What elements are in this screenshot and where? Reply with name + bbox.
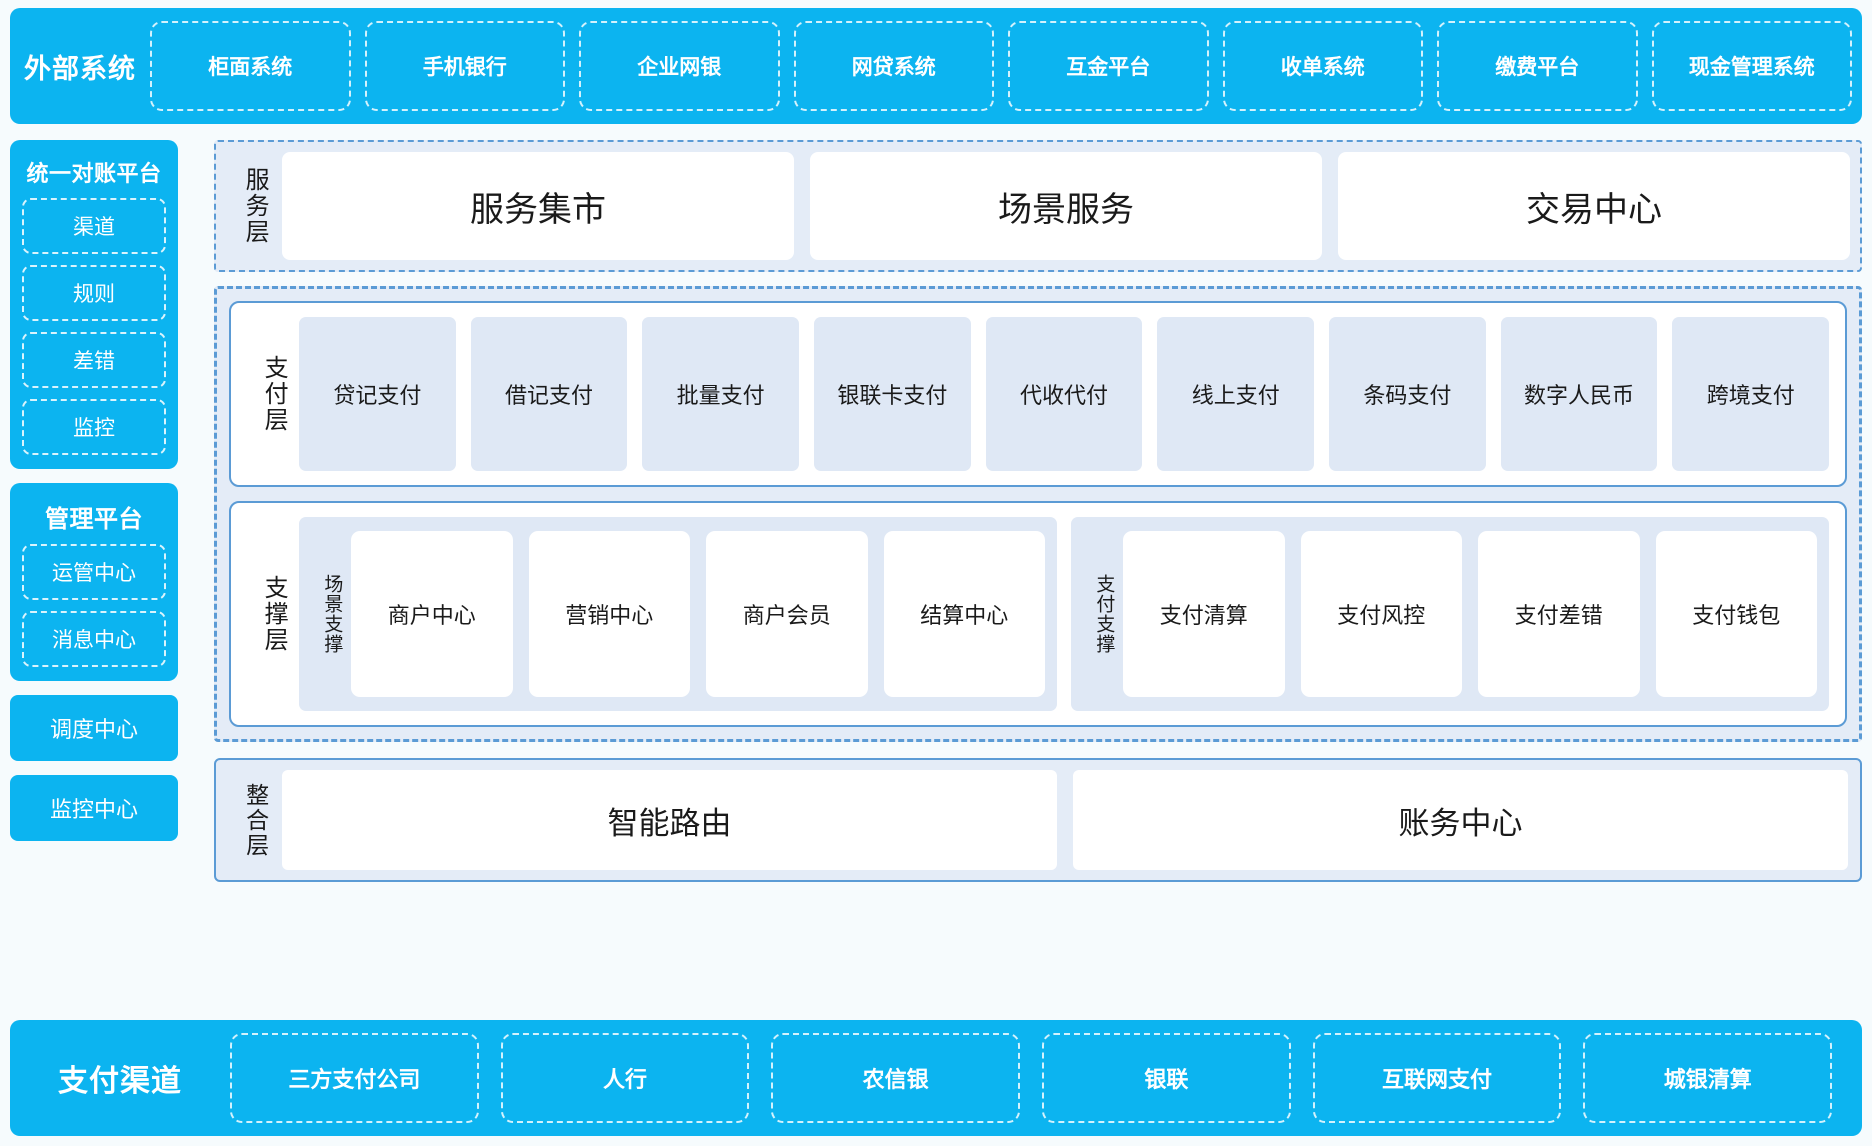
external-system-chip[interactable]: 缴费平台 [1437,21,1638,111]
external-systems-items: 柜面系统 手机银行 企业网银 网贷系统 互金平台 收单系统 缴费平台 现金管理系… [150,8,1862,124]
integration-card-accounting-center[interactable]: 账务中心 [1073,770,1848,870]
payment-channels-items: 三方支付公司 人行 农信银 银联 互联网支付 城银清算 [230,1020,1862,1136]
support-group-payment-label: 支付支撑 [1093,574,1115,654]
support-card-payment-risk[interactable]: 支付风控 [1300,531,1462,697]
payment-card-credit[interactable]: 贷记支付 [299,317,456,471]
integration-layer: 整合层 智能路由 账务中心 [214,758,1862,882]
payment-channel-chip[interactable]: 人行 [500,1033,750,1123]
payment-card-online[interactable]: 线上支付 [1157,317,1315,471]
external-system-chip[interactable]: 手机银行 [364,21,565,111]
integration-card-smart-routing[interactable]: 智能路由 [282,770,1057,870]
payment-card-debit[interactable]: 借记支付 [470,317,628,471]
external-system-chip[interactable]: 现金管理系统 [1651,21,1852,111]
support-card-merchant-member[interactable]: 商户会员 [706,531,868,697]
external-system-chip[interactable]: 企业网银 [579,21,780,111]
support-card-payment-clearing[interactable]: 支付清算 [1123,531,1285,697]
payment-card-unionpay[interactable]: 银联卡支付 [814,317,971,471]
service-card-marketplace[interactable]: 服务集市 [282,152,794,260]
payment-channel-chip[interactable]: 三方支付公司 [230,1033,479,1123]
external-system-chip[interactable]: 网贷系统 [793,21,994,111]
payment-layer: 支付层 贷记支付 借记支付 批量支付 银联卡支付 代收代付 线上支付 条码支付 … [229,301,1847,487]
support-group-scene-label: 场景支撑 [321,574,343,654]
external-system-chip[interactable]: 收单系统 [1222,21,1423,111]
integration-layer-cards: 智能路由 账务中心 [282,770,1848,870]
payment-card-collection[interactable]: 代收代付 [985,317,1143,471]
payment-channels-title: 支付渠道 [58,1065,182,1098]
payment-card-digital-rmb[interactable]: 数字人民币 [1500,317,1658,471]
management-item-operations[interactable]: 运管中心 [22,544,166,600]
support-card-payment-error[interactable]: 支付差错 [1478,531,1640,697]
support-card-settlement-center[interactable]: 结算中心 [883,531,1045,697]
sidebar-item-scheduling-center[interactable]: 调度中心 [10,695,178,761]
payment-card-crossborder[interactable]: 跨境支付 [1672,317,1830,471]
left-sidebar: 统一对账平台 渠道 规则 差错 监控 管理平台 运管中心 消息中心 调度中心 监… [10,140,178,855]
reconcile-platform-panel: 统一对账平台 渠道 规则 差错 监控 [10,140,178,469]
payment-layer-cards: 贷记支付 借记支付 批量支付 银联卡支付 代收代付 线上支付 条码支付 数字人民… [299,317,1830,471]
payment-card-barcode[interactable]: 条码支付 [1329,317,1486,471]
payment-channel-chip[interactable]: 城银清算 [1583,1033,1833,1123]
service-layer-cards: 服务集市 场景服务 交易中心 [282,152,1850,260]
support-group-payment: 支付支撑 支付清算 支付风控 支付差错 支付钱包 [1071,517,1829,711]
reconcile-item-rule[interactable]: 规则 [22,265,166,321]
reconcile-platform-title: 统一对账平台 [26,161,162,186]
service-layer-label: 服务层 [241,167,269,245]
management-platform-title: 管理平台 [45,506,143,533]
sidebar-item-monitoring-center[interactable]: 监控中心 [10,775,178,841]
management-item-message[interactable]: 消息中心 [22,611,166,667]
support-card-merchant-center[interactable]: 商户中心 [351,531,513,697]
support-layer-label: 支撑层 [260,575,288,653]
payment-support-wrapper: 支付层 贷记支付 借记支付 批量支付 银联卡支付 代收代付 线上支付 条码支付 … [214,286,1862,742]
external-systems-bar: 外部系统 柜面系统 手机银行 企业网银 网贷系统 互金平台 收单系统 缴费平台 … [10,8,1862,124]
reconcile-item-error[interactable]: 差错 [22,332,166,388]
main-column: 服务层 服务集市 场景服务 交易中心 支付层 贷记支付 借记支付 批量支付 银联… [214,140,1862,882]
payment-channel-chip[interactable]: 银联 [1042,1033,1291,1123]
payment-channels-bar: 支付渠道 三方支付公司 人行 农信银 银联 互联网支付 城银清算 [10,1020,1862,1136]
external-system-chip[interactable]: 柜面系统 [150,21,351,111]
external-systems-title: 外部系统 [24,53,136,84]
support-layer: 支撑层 场景支撑 商户中心 营销中心 商户会员 结算中心 支付支撑 [229,501,1847,727]
support-group-scene: 场景支撑 商户中心 营销中心 商户会员 结算中心 [299,517,1057,711]
management-platform-panel: 管理平台 运管中心 消息中心 [10,483,178,681]
service-layer: 服务层 服务集市 场景服务 交易中心 [214,140,1862,272]
external-system-chip[interactable]: 互金平台 [1008,21,1209,111]
payment-card-batch[interactable]: 批量支付 [642,317,800,471]
service-card-scenario[interactable]: 场景服务 [810,152,1322,260]
support-layer-groups: 场景支撑 商户中心 营销中心 商户会员 结算中心 支付支撑 支付清算 支付风控 [299,517,1829,711]
payment-channel-chip[interactable]: 农信银 [771,1033,1021,1123]
support-card-marketing-center[interactable]: 营销中心 [528,531,690,697]
support-group-payment-cards: 支付清算 支付风控 支付差错 支付钱包 [1123,531,1817,697]
reconcile-item-monitor[interactable]: 监控 [22,399,166,455]
integration-layer-label: 整合层 [242,782,269,858]
support-group-scene-cards: 商户中心 营销中心 商户会员 结算中心 [351,531,1045,697]
payment-channel-chip[interactable]: 互联网支付 [1312,1033,1562,1123]
service-card-transaction[interactable]: 交易中心 [1338,152,1850,260]
reconcile-item-channel[interactable]: 渠道 [22,198,166,254]
payment-layer-label: 支付层 [260,355,288,433]
support-card-payment-wallet[interactable]: 支付钱包 [1655,531,1817,697]
